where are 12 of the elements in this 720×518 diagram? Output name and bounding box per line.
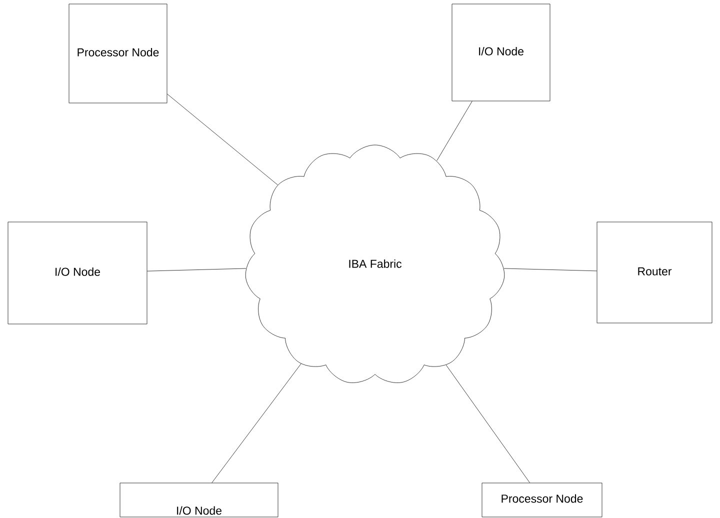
connector-line (212, 364, 302, 483)
connector-line (147, 268, 246, 272)
connector-line (504, 268, 597, 272)
node-box: Processor Node (68, 4, 168, 104)
node-box: Router (596, 222, 712, 324)
connector-line (436, 101, 472, 161)
connector-line (446, 364, 530, 483)
node-box: I/O Node (452, 4, 550, 102)
node-box: I/O Node (120, 482, 278, 518)
node-box: Processor Node (482, 482, 602, 518)
connector-line (167, 94, 278, 186)
node-box: I/O Node (8, 222, 148, 324)
